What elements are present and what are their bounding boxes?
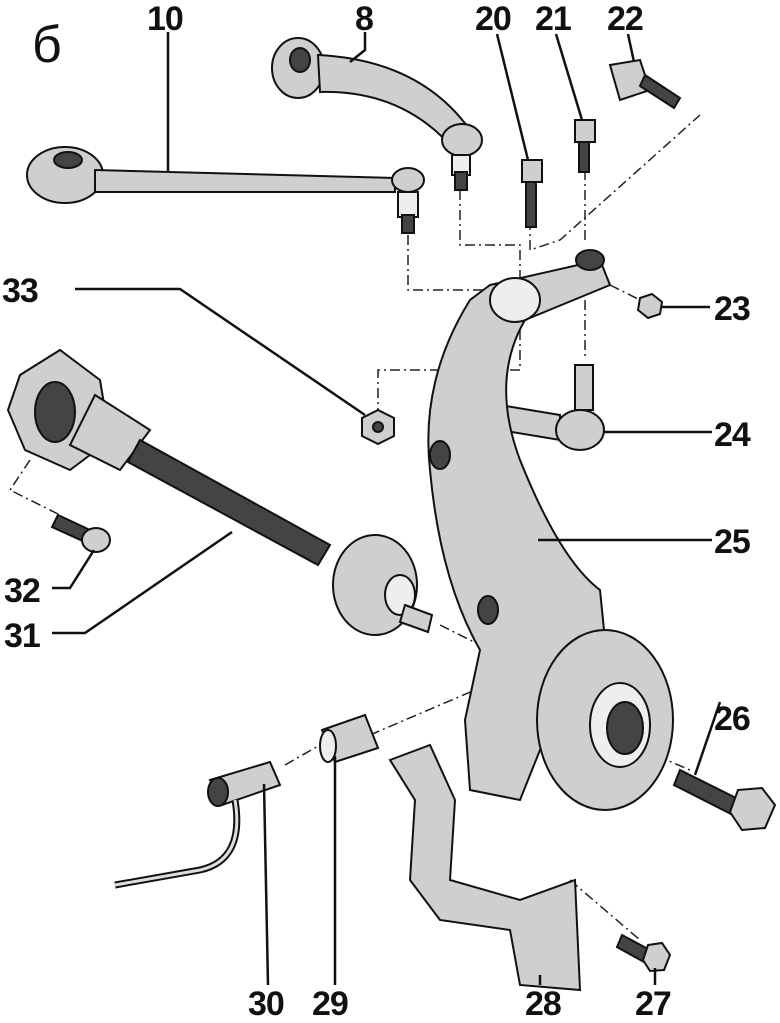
- callout-33: 33: [2, 272, 38, 310]
- part-23-nut: [636, 292, 664, 320]
- callout-31: 31: [4, 617, 40, 655]
- callout-10: 10: [147, 0, 183, 38]
- part-33-nut: [361, 408, 395, 446]
- callout-24: 24: [714, 416, 751, 454]
- wheel-hub: [536, 629, 674, 811]
- part-29-bushing: [319, 713, 380, 764]
- leader-lines: [52, 32, 722, 986]
- part-10-control-arm: [26, 146, 425, 234]
- part-32-bolt: [50, 513, 111, 553]
- part-21-bolt: [574, 119, 596, 173]
- part-24-tie-rod-end: [499, 364, 605, 451]
- callout-32: 32: [4, 572, 40, 610]
- figure-letter: б: [32, 16, 62, 74]
- part-27-bolt: [615, 933, 672, 973]
- callout-25: 25: [714, 523, 750, 561]
- assembly-axis-lines: [8, 114, 701, 941]
- callout-29: 29: [312, 985, 348, 1023]
- part-8-upper-arm: [271, 37, 483, 191]
- callout-30: 30: [248, 985, 284, 1023]
- callout-20: 20: [475, 0, 511, 38]
- callout-27: 27: [635, 985, 671, 1023]
- part-30-sensor: [114, 760, 282, 889]
- callout-22: 22: [607, 0, 643, 38]
- part-20-bolt: [521, 159, 543, 228]
- callout-28: 28: [525, 985, 561, 1023]
- part-22-bolt: [608, 58, 682, 110]
- callout-8: 8: [355, 0, 373, 38]
- part-26-bolt: [672, 768, 777, 832]
- part-28-bracket: [388, 743, 582, 992]
- part-31-drive-shaft: [6, 348, 434, 636]
- callout-26: 26: [714, 700, 750, 738]
- callout-23: 23: [714, 290, 750, 328]
- callout-21: 21: [535, 0, 571, 38]
